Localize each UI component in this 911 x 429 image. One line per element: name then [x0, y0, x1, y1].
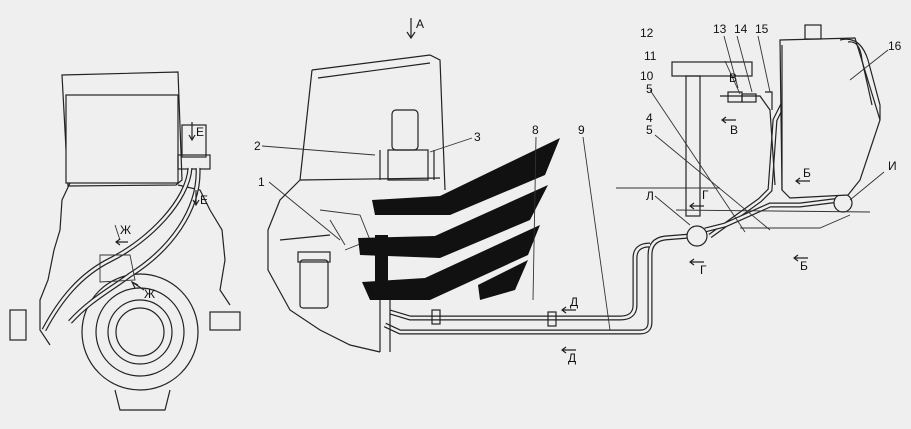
marker-E-top-text: Е [196, 125, 204, 139]
marker-G-arrow-text: Г [702, 188, 709, 202]
coolant-pipe-upper [686, 98, 853, 247]
watermark-logo [358, 138, 560, 300]
view-marker-Zh: Ж [115, 223, 131, 246]
leader-lines [261, 35, 889, 331]
marker-D-arrow-text: Д [570, 295, 578, 309]
callout-10: 10 [640, 69, 654, 83]
callout-5a: 5 [646, 82, 653, 96]
engine-front-view [9, 71, 241, 411]
coolant-pipe-main [379, 233, 691, 352]
view-marker-Zh-arrow: Ж [130, 280, 155, 301]
cab-outline [267, 54, 446, 353]
marker-Zh-text: Ж [120, 223, 131, 237]
callout-2: 2 [254, 139, 261, 153]
view-marker-B-bottom: Б [793, 254, 808, 273]
marker-Zh-arrow-text: Ж [144, 287, 155, 301]
marker-E-arrow-text: Е [200, 193, 208, 207]
view-marker-D-bottom: Д [561, 346, 576, 365]
callout-5b: 5 [646, 123, 653, 137]
callout-4: 4 [646, 111, 653, 125]
callout-14: 14 [734, 22, 748, 36]
callout-8: 8 [532, 123, 539, 137]
view-marker-E-top: Е [188, 122, 204, 142]
callout-9: 9 [578, 123, 585, 137]
callout-13: 13 [713, 22, 727, 36]
callout-12: 12 [640, 26, 654, 40]
marker-B-bottom-text: Б [800, 259, 808, 273]
callout-11: 11 [644, 49, 657, 63]
view-marker-I: И [888, 159, 897, 173]
callout-3: 3 [474, 130, 481, 144]
view-marker-B-arrow: Б [795, 166, 811, 185]
view-marker-D-arrow: Д [561, 295, 578, 314]
marker-V-arrow-text: В [730, 123, 738, 137]
view-marker-E-arrow: Е [192, 190, 208, 207]
view-marker-G-bottom: Г [689, 258, 707, 277]
view-marker-G-arrow: Г [689, 188, 709, 210]
expansion-tank [616, 24, 881, 229]
callout-1: 1 [258, 175, 265, 189]
view-marker-V-top: В [729, 71, 737, 85]
marker-D-bottom-text: Д [568, 351, 576, 365]
view-marker-V-arrow: В [721, 116, 738, 137]
marker-I-text: И [888, 159, 897, 173]
radiator-component [297, 109, 435, 309]
marker-A-text: А [416, 17, 424, 31]
marker-G-bottom-text: Г [700, 263, 707, 277]
callout-numbers: 1 2 3 8 9 4 5 10 5 11 12 13 14 15 16 [254, 22, 902, 189]
view-marker-L: Л [646, 189, 654, 203]
marker-B-arrow-text: Б [803, 166, 811, 180]
callout-16: 16 [888, 39, 902, 53]
callout-15: 15 [755, 22, 769, 36]
marker-L-text: Л [646, 189, 654, 203]
view-marker-A: А [406, 17, 424, 40]
marker-V-top-text: В [729, 71, 737, 85]
